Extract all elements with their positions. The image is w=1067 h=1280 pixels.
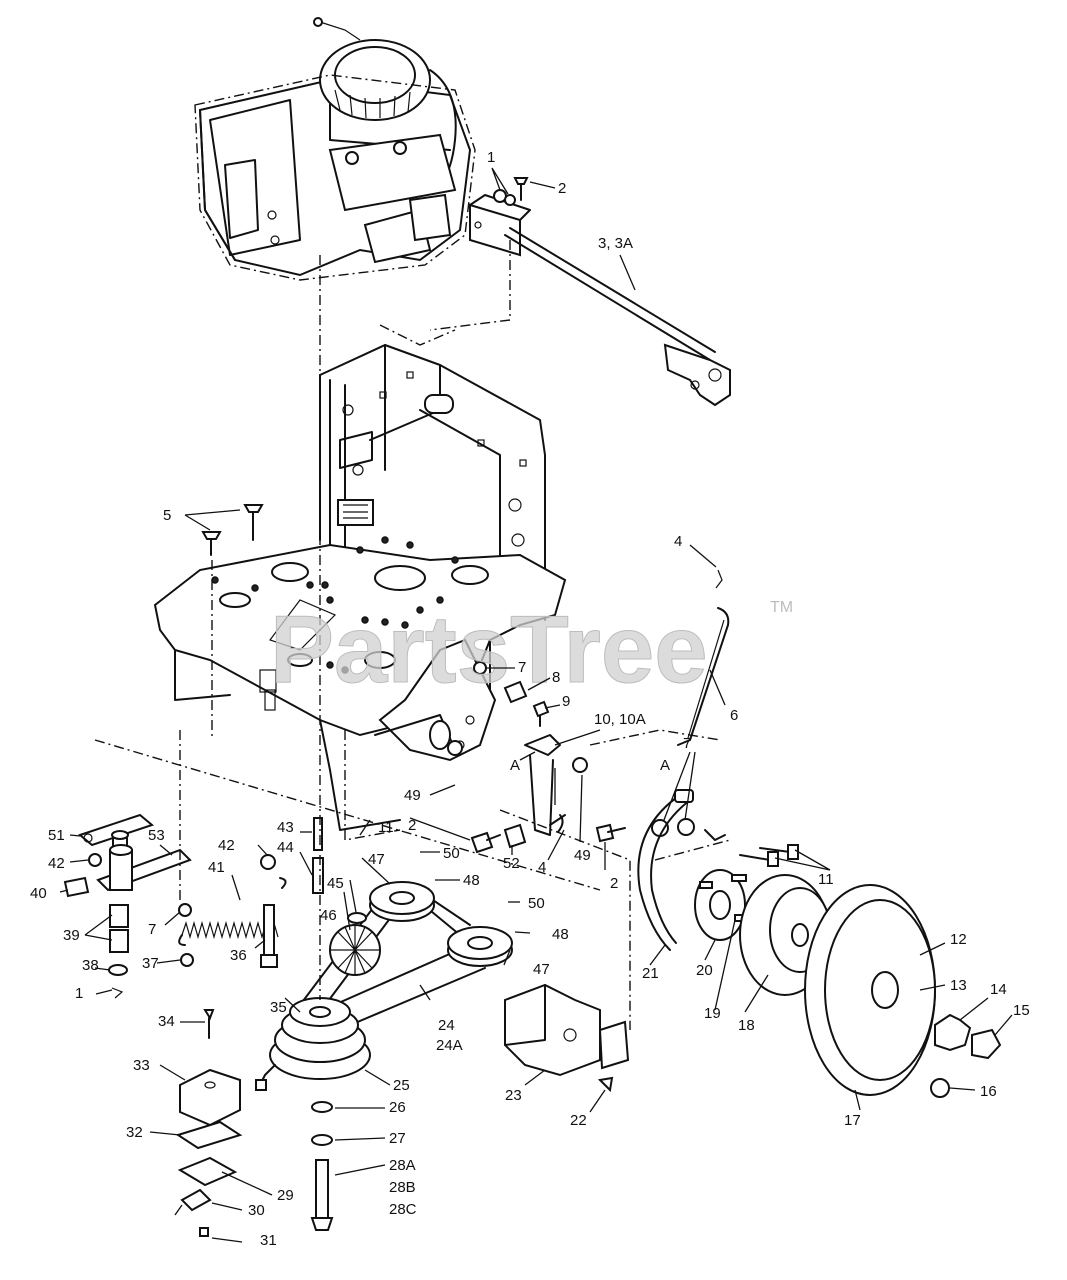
callout-29: 29 (277, 1187, 294, 1204)
callout-31: 31 (260, 1232, 277, 1249)
callout-48-mid: 48 (552, 926, 569, 943)
linkage-arm (447, 734, 626, 854)
callout-48-top: 48 (463, 872, 480, 889)
upper-frame (319, 324, 546, 621)
callout-2-right: 2 (610, 875, 618, 892)
top-bolt (493, 177, 529, 206)
callout-12: 12 (950, 931, 967, 948)
watermark-trademark: TM (770, 599, 793, 616)
watermark-text: PartsTree (270, 596, 708, 703)
idler-pulley-top (369, 881, 435, 922)
callout-49-mid: 49 (574, 847, 591, 864)
callout-28b: 28B (389, 1179, 416, 1196)
callout-a-right: A (660, 757, 670, 774)
side-bracket (344, 638, 550, 841)
spring (178, 877, 287, 946)
callout-32: 32 (126, 1124, 143, 1141)
fan (329, 912, 381, 976)
callout-20: 20 (696, 962, 713, 979)
callout-42-right: 42 (218, 837, 235, 854)
callout-18: 18 (738, 1017, 755, 1034)
callout-45: 45 (327, 875, 344, 892)
callout-4: 4 (674, 533, 682, 550)
throttle-rod (469, 194, 731, 407)
callout-34: 34 (158, 1013, 175, 1030)
callout-47-top: 47 (368, 851, 385, 868)
hydro-motor (504, 983, 630, 1093)
callout-42-left: 42 (48, 855, 65, 872)
callout-10: 10, 10A (594, 711, 646, 728)
callout-49-top: 49 (404, 787, 421, 804)
engine (194, 17, 476, 281)
callout-40: 40 (30, 885, 47, 902)
callout-17: 17 (844, 1112, 861, 1129)
callout-46: 46 (320, 907, 337, 924)
wheel-hub (694, 869, 750, 941)
callout-26: 26 (389, 1099, 406, 1116)
callout-1-left: 1 (75, 985, 83, 1002)
callout-28c: 28C (389, 1201, 417, 1218)
clutch-pulley (255, 997, 371, 1091)
tension-bolt (260, 817, 324, 968)
callout-21: 21 (642, 965, 659, 982)
bracket-stack (175, 1009, 243, 1237)
callout-a-left: A (510, 757, 520, 774)
callout-37: 37 (142, 955, 159, 972)
center-lines (94, 240, 731, 1030)
callout-2-mid: 2 (408, 817, 416, 834)
callout-43: 43 (277, 819, 294, 836)
carriage-bolts (201, 504, 264, 556)
drive-washers (310, 1101, 334, 1231)
callout-1: 1 (487, 149, 495, 166)
callout-labels: 1 2 3, 3A 5 4 6 7 8 9 10, 10A A 7 A 49 2… (30, 149, 1030, 1249)
callout-7-left: 7 (148, 921, 156, 938)
wheel (804, 884, 936, 1096)
hub-bolts (739, 844, 799, 867)
callout-19: 19 (704, 1005, 721, 1022)
callout-15: 15 (1013, 1002, 1030, 1019)
callout-33: 33 (133, 1057, 150, 1074)
callout-35: 35 (270, 999, 287, 1016)
control-rod (651, 569, 730, 837)
callout-53: 53 (148, 827, 165, 844)
callout-22: 22 (570, 1112, 587, 1129)
callout-44: 44 (277, 839, 294, 856)
callout-23: 23 (505, 1087, 522, 1104)
callout-24a: 24A (436, 1037, 463, 1054)
wheel-hardware (930, 1013, 1002, 1098)
callout-13: 13 (950, 977, 967, 994)
callout-38: 38 (82, 957, 99, 974)
callout-6: 6 (730, 707, 738, 724)
callout-11-mid: 11 (378, 819, 394, 836)
callout-30: 30 (248, 1202, 265, 1219)
callout-47-low: 47 (533, 961, 550, 978)
callout-2: 2 (558, 180, 566, 197)
callout-52: 52 (503, 855, 520, 872)
callout-50-mid: 50 (528, 895, 545, 912)
callout-50-top: 50 (443, 845, 460, 862)
callout-5: 5 (163, 507, 171, 524)
callout-9: 9 (562, 693, 570, 710)
left-linkage (63, 813, 276, 999)
callout-4-mid: 4 (538, 859, 546, 876)
callout-41: 41 (208, 859, 225, 876)
callout-16: 16 (980, 1083, 997, 1100)
callout-3: 3, 3A (598, 235, 633, 252)
callout-36: 36 (230, 947, 247, 964)
callout-39: 39 (63, 927, 80, 944)
callout-11-right: 11 (818, 871, 834, 888)
callout-28a: 28A (389, 1157, 416, 1174)
callout-51: 51 (48, 827, 65, 844)
callout-leaders (59, 167, 1013, 1243)
callout-24: 24 (438, 1017, 455, 1034)
callout-7-right: 7 (683, 735, 691, 752)
callout-14: 14 (990, 981, 1007, 998)
callout-25: 25 (393, 1077, 410, 1094)
idler-pulley-right (447, 926, 513, 967)
callout-27: 27 (389, 1130, 406, 1147)
callout-8: 8 (552, 669, 560, 686)
callout-7: 7 (518, 659, 526, 676)
